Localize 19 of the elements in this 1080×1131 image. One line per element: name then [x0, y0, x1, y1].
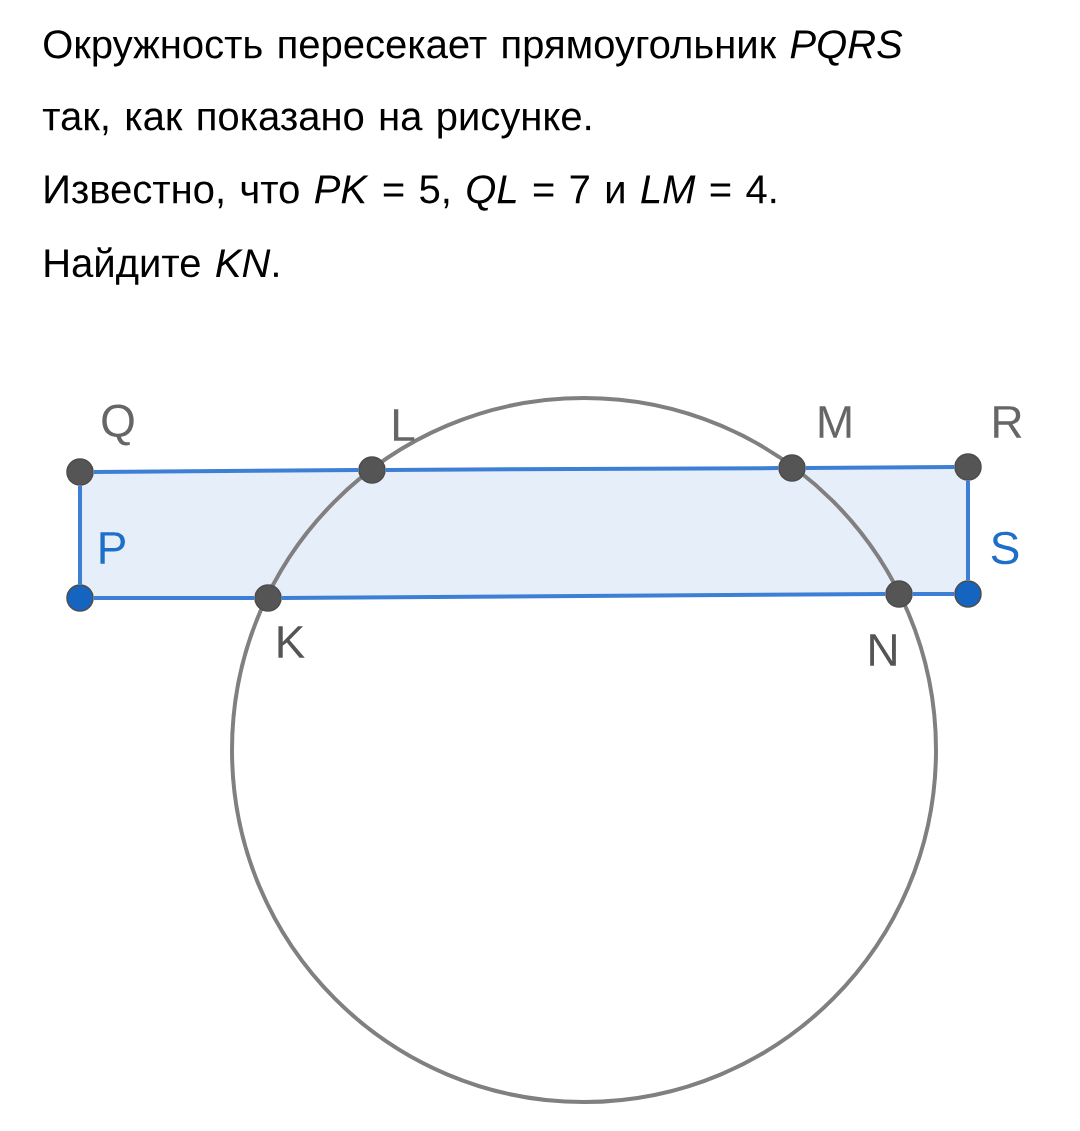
- rectangle-side: [78, 485, 82, 585]
- problem-text: Найдите KN.: [45, 247, 278, 285]
- point-label: S: [991, 531, 1019, 565]
- rectangle-side: [912, 592, 955, 596]
- point-label: Q: [102, 404, 134, 446]
- rectangle-side: [93, 596, 255, 600]
- rectangle-side: [966, 480, 970, 581]
- point-label: N: [870, 634, 896, 666]
- rectangle-side: [93, 468, 359, 474]
- point-label: K: [278, 626, 305, 658]
- problem-text: Окружность пересекает прямоугольник PQRS так, как показано на рисунке.: [42, 30, 903, 139]
- rectangle-side: [385, 466, 779, 472]
- point-label: R: [994, 406, 1022, 438]
- problem-text: Известно, что PK = 5, QL = 7 и LM = 4.: [45, 175, 776, 211]
- rectangle-side: [805, 465, 955, 470]
- point-label: L: [394, 409, 415, 441]
- rectangle-side: [281, 592, 886, 600]
- point-label: P: [100, 532, 125, 564]
- point-label: M: [819, 406, 851, 438]
